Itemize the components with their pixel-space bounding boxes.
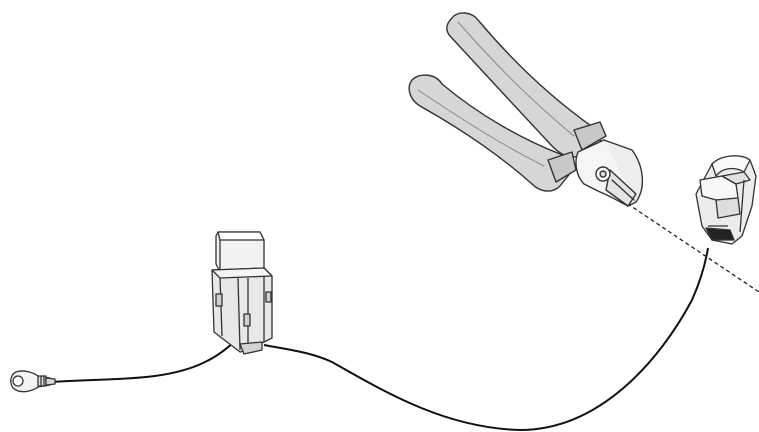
cut-line — [609, 191, 759, 293]
wire-main-segment — [263, 247, 709, 432]
wire-cutter-pliers-icon — [408, 12, 643, 207]
connector-plug-icon — [695, 155, 757, 245]
wire-ground-segment — [51, 337, 239, 383]
ring-terminal-icon — [10, 370, 56, 393]
fuse-holder-icon — [211, 231, 273, 355]
